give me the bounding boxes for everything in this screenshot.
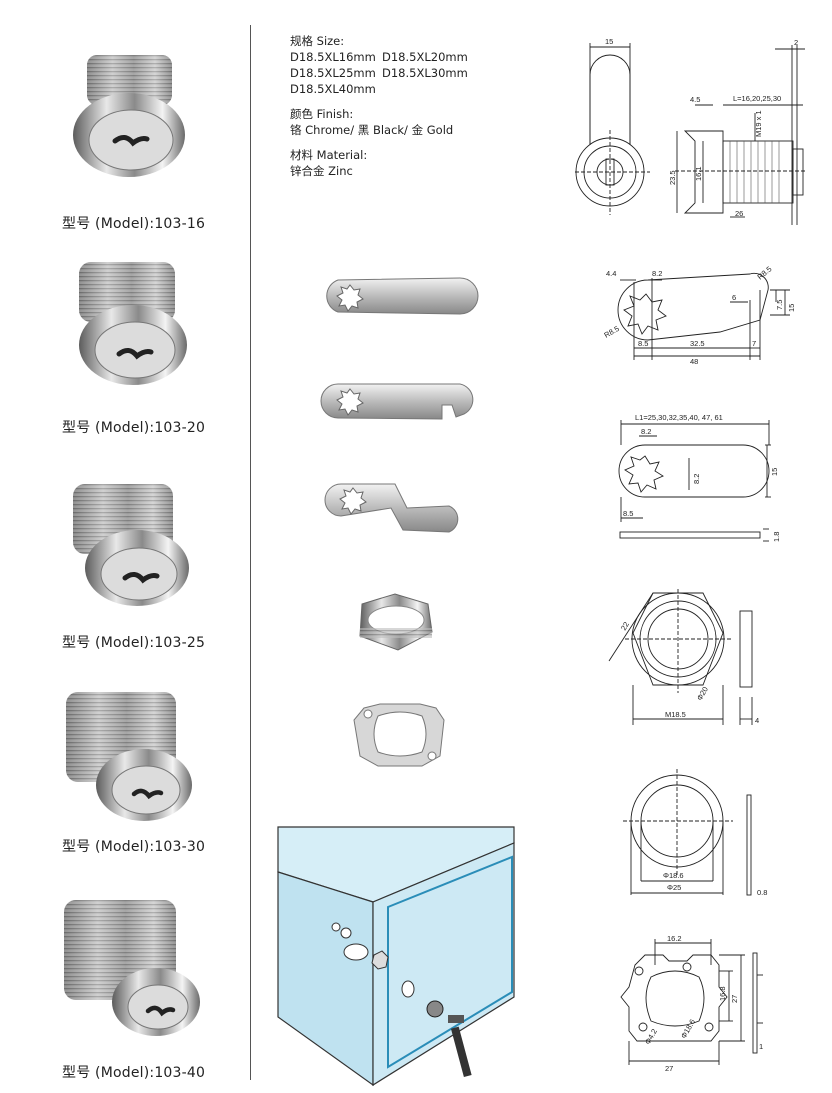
dim-1-8: 1.8 xyxy=(772,532,781,542)
drawing-cam-1: 4.4 8.2 R8.5 R8.5 6 7.5 15 8.5 32.5 7 48 xyxy=(600,260,800,374)
material-label: 材料 Material: xyxy=(290,148,368,162)
model-label-103-20: 型号 (Model):103-20 xyxy=(62,420,206,436)
product-photo-103-25 xyxy=(65,470,195,614)
size-item: D18.5XL25mm xyxy=(290,66,376,80)
dim-16-2: 16.2 xyxy=(667,934,682,943)
dim-2: 2 xyxy=(794,38,798,47)
dim-8-2: 8.2 xyxy=(652,269,662,278)
dim-26: 26 xyxy=(735,209,743,218)
dim-0-8: 0.8 xyxy=(757,888,767,897)
size-label: 规格 Size: xyxy=(290,34,345,48)
model-label-103-40: 型号 (Model):103-40 xyxy=(62,1065,206,1081)
dim-23-5: 23.5 xyxy=(668,170,677,185)
cam-offset-photo xyxy=(323,478,473,537)
dim-8-2-vertical: 8.2 xyxy=(692,474,701,484)
hex-nut-photo xyxy=(350,592,440,661)
size-item: D18.5XL16mm xyxy=(290,50,376,64)
product-photo-103-40 xyxy=(60,890,200,1044)
mounting-plate-photo xyxy=(350,700,450,774)
drawing-nut: 22 Φ20 M18.5 4 xyxy=(605,585,805,739)
finish-label: 颜色 Finish: xyxy=(290,107,354,121)
size-item: D18.5XL20mm xyxy=(382,50,468,64)
product-photo-103-30 xyxy=(62,680,197,829)
dim-phi-20: Φ20 xyxy=(695,685,710,702)
drawing-lock: 15 4.5 L=16,20,25,30 2 M19 x 1 23.5 16.1… xyxy=(575,35,810,229)
dim-7: 7 xyxy=(752,339,756,348)
dim-8-5: 8.5 xyxy=(638,339,648,348)
dim-4-5: 4.5 xyxy=(690,95,700,104)
dim-6: 6 xyxy=(732,293,736,302)
dim-4-4: 4.4 xyxy=(606,269,616,278)
dim-27-vertical: 27 xyxy=(730,995,739,1003)
material-value: 锌合金 Zinc xyxy=(290,164,353,178)
cam-straight-photo xyxy=(320,272,480,326)
dim-l1: L1=25,30,32,35,40, 47, 61 xyxy=(635,413,723,422)
dim-15: 15 xyxy=(770,468,779,476)
dim-phi-25: Φ25 xyxy=(667,883,681,892)
dim-4: 4 xyxy=(755,716,759,725)
size-item: D18.5XL30mm xyxy=(382,66,468,80)
dim-15: 15 xyxy=(605,37,613,46)
cabinet-illustration xyxy=(277,826,515,1089)
dim-8-2-top: 8.2 xyxy=(641,427,651,436)
dim-r8-5-top: R8.5 xyxy=(756,264,774,281)
dim-32-5: 32.5 xyxy=(690,339,705,348)
dim-16-8: 16.8 xyxy=(718,986,727,1001)
dim-m18-5: M18.5 xyxy=(665,710,686,719)
dim-1: 1 xyxy=(759,1042,763,1051)
product-photo-103-16 xyxy=(65,45,195,189)
dim-7-5: 7.5 xyxy=(775,300,784,310)
size-item: D18.5XL40mm xyxy=(290,82,376,96)
drawing-washer: Φ18.6 Φ25 0.8 xyxy=(615,765,785,904)
model-label-103-25: 型号 (Model):103-25 xyxy=(62,635,206,651)
dim-16-1: 16.1 xyxy=(694,166,703,181)
finish-value: 铬 Chrome/ 黑 Black/ 金 Gold xyxy=(290,123,454,137)
drawing-cam-2: L1=25,30,32,35,40, 47, 61 8.2 8.2 15 8.5… xyxy=(605,410,805,554)
product-photo-103-20 xyxy=(65,250,195,394)
dim-8-5: 8.5 xyxy=(623,509,633,518)
dim-phi-18-6: Φ18.6 xyxy=(663,871,684,880)
dim-thread: M19 x 1 xyxy=(754,110,763,137)
model-label-103-16: 型号 (Model):103-16 xyxy=(62,216,206,232)
model-label-103-30: 型号 (Model):103-30 xyxy=(62,839,206,855)
dim-phi-18-6: Φ18.6 xyxy=(679,1018,697,1040)
dim-48: 48 xyxy=(690,357,698,366)
dim-22: 22 xyxy=(619,620,631,632)
dim-15: 15 xyxy=(787,304,796,312)
column-divider xyxy=(250,25,251,1080)
cam-hooked-photo xyxy=(320,376,480,430)
spec-block: 规格 Size: D18.5XL16mm D18.5XL20mm D18.5XL… xyxy=(290,33,510,179)
dim-r8-5-bottom: R8.5 xyxy=(603,324,621,340)
dim-27-horizontal: 27 xyxy=(665,1064,673,1073)
drawing-plate: 16.2 16.8 27 27 1 Φ18.6 Φ4.2 xyxy=(615,934,795,1084)
dim-length: L=16,20,25,30 xyxy=(733,94,781,103)
